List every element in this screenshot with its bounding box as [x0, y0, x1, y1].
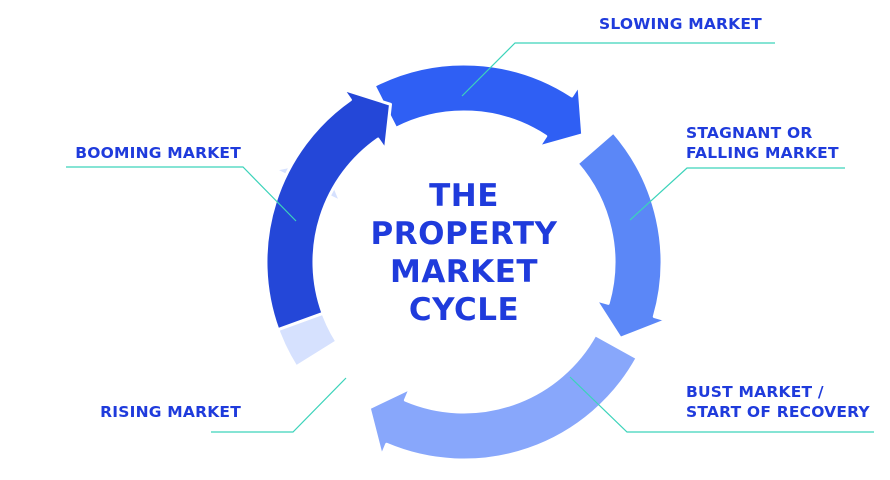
- label-rising-market: RISING MARKET: [100, 403, 241, 421]
- arrow-slowing-market: [372, 62, 585, 149]
- arrow-stagnant-market: [575, 130, 669, 340]
- leader-line-bust: [569, 376, 874, 433]
- leader-line-booming: [66, 166, 297, 222]
- leader-line-rising: [211, 377, 347, 433]
- leader-lines: [66, 42, 874, 433]
- title-line-3: MARKET: [390, 254, 538, 290]
- label-bust-line-2: START OF RECOVERY: [686, 403, 870, 421]
- label-stagnant-line-1: STAGNANT OR: [686, 124, 812, 142]
- title-line-1: THE: [429, 178, 499, 214]
- label-slowing-market: SLOWING MARKET: [599, 15, 762, 33]
- cycle-ring: [264, 62, 669, 462]
- label-bust-line-1: BUST MARKET /: [686, 383, 824, 401]
- arrow-booming-market: [264, 87, 392, 332]
- label-booming-market: BOOMING MARKET: [75, 144, 241, 162]
- label-stagnant-line-2: FALLING MARKET: [686, 144, 839, 162]
- title-line-2: PROPERTY: [371, 216, 558, 252]
- title-line-4: CYCLE: [409, 292, 519, 328]
- stage-labels: SLOWING MARKET STAGNANT OR FALLING MARKE…: [75, 15, 870, 421]
- arrow-bust-market: [367, 333, 639, 462]
- leader-line-slowing: [461, 42, 775, 97]
- center-title: THE PROPERTY MARKET CYCLE: [371, 178, 558, 328]
- leader-line-stagnant: [629, 167, 845, 221]
